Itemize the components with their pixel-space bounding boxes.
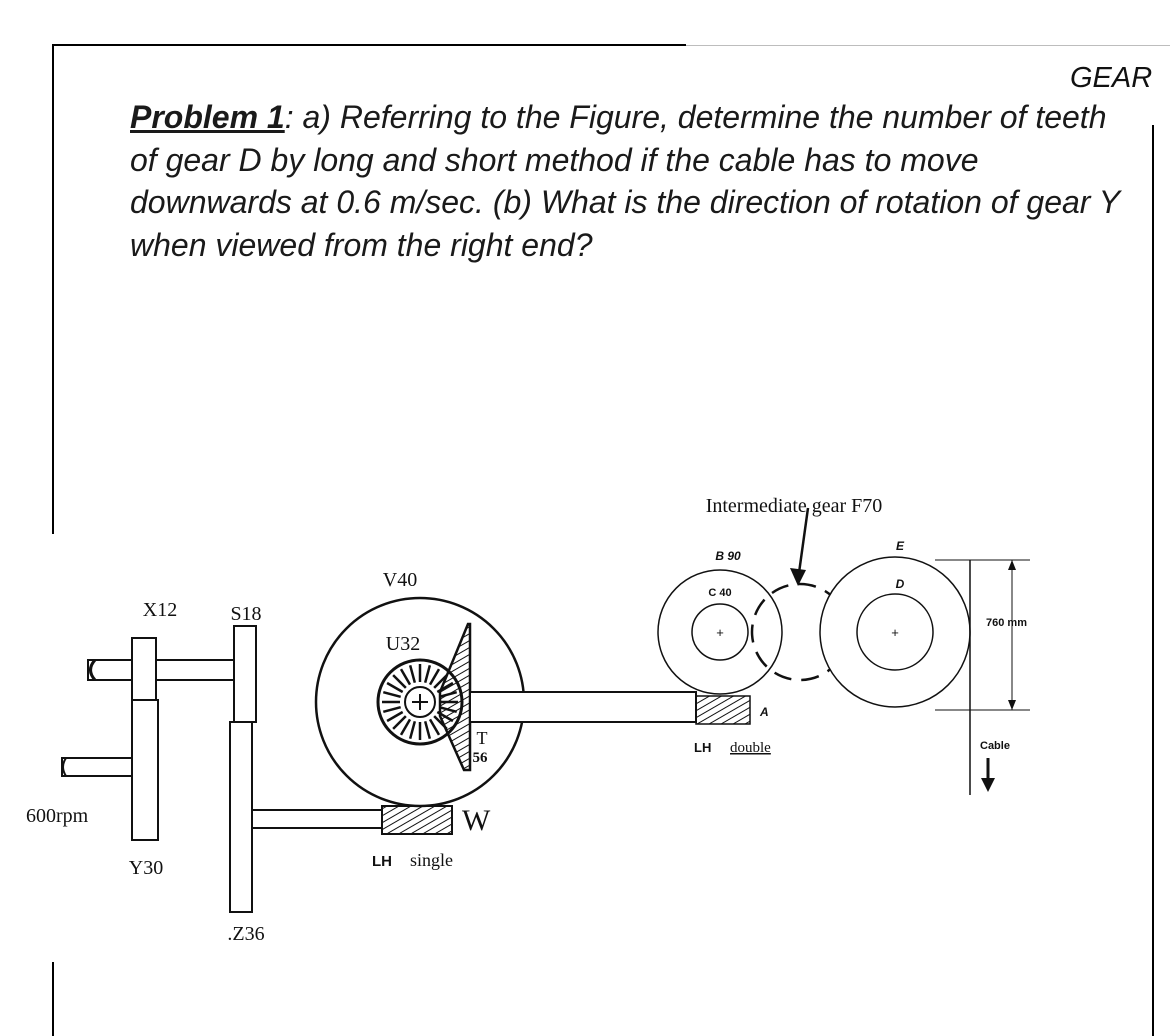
frame-top-border — [52, 44, 686, 46]
frame-top-border-faint — [686, 45, 1170, 46]
gear-tooth — [386, 710, 404, 723]
gear-tooth — [408, 664, 417, 684]
label-cable: Cable — [980, 740, 1010, 752]
label-z36: .Z36 — [227, 923, 264, 945]
gear-tooth — [428, 668, 441, 686]
input-shaft — [61, 757, 133, 777]
label-w: W — [462, 804, 491, 837]
top-shaft-end — [89, 658, 97, 682]
label-a-hand: LH — [694, 740, 711, 755]
worm-w — [381, 805, 453, 835]
gear-tooth — [399, 718, 412, 736]
label-t-teeth: 56 — [473, 750, 489, 766]
label-y30: Y30 — [129, 857, 163, 879]
long-shaft — [469, 691, 697, 723]
gear-tooth — [428, 718, 441, 736]
label-b90: B 90 — [715, 549, 741, 563]
frame-right-border — [1152, 125, 1154, 1036]
gear-tooth — [392, 715, 407, 730]
label-w-type: single — [410, 850, 453, 870]
gear-y30 — [131, 699, 159, 841]
frame-left-border-lower — [52, 962, 54, 1036]
header-title: GEAR — [1070, 62, 1153, 94]
gear-tooth — [423, 720, 432, 740]
label-d: D — [896, 577, 905, 591]
gear-tooth — [382, 705, 402, 714]
top-shaft — [87, 659, 235, 681]
left-gear-assembly — [61, 625, 383, 913]
dimension-arrow-up — [1008, 560, 1016, 570]
input-shaft-end — [62, 757, 67, 777]
gear-c40-center: + — [716, 625, 724, 640]
gear-tooth — [408, 720, 417, 740]
label-a: A — [759, 705, 769, 719]
bevel-gear-t — [438, 622, 472, 772]
gear-s18 — [233, 625, 257, 723]
cable-direction-arrow-head — [981, 778, 995, 792]
worm-a — [695, 695, 751, 725]
gear-tooth — [423, 664, 432, 684]
label-rpm: 600rpm — [26, 805, 89, 827]
worm-shaft — [251, 809, 383, 829]
problem-label: Problem 1 — [130, 99, 285, 135]
gear-z36 — [229, 721, 253, 913]
dimension-arrow-down — [1008, 700, 1016, 710]
label-e: E — [896, 539, 905, 553]
problem-statement: Problem 1: a) Referring to the Figure, d… — [130, 96, 1130, 266]
gear-d — [856, 593, 934, 671]
label-w-hand: LH — [372, 853, 392, 870]
label-t: T — [477, 728, 488, 748]
label-u32: U32 — [386, 633, 420, 655]
label-x12: X12 — [143, 599, 177, 621]
gear-x12 — [131, 637, 157, 701]
gear-tooth — [386, 681, 404, 694]
label-dimension: 760 mm — [986, 617, 1027, 629]
gear-d-center: + — [891, 625, 899, 640]
problem-text: : a) Referring to the Figure, determine … — [130, 99, 1120, 263]
label-c40: C 40 — [708, 587, 731, 599]
gear-tooth — [392, 674, 407, 689]
label-a-type: double — [730, 740, 771, 756]
gear-c40 — [691, 603, 749, 661]
gear-tooth — [399, 668, 412, 686]
gear-train-diagram: + + X12 S18 V40 U32 T 56 W LH single 600… — [26, 495, 1030, 945]
intermediate-pointer-head — [790, 568, 806, 586]
label-v40: V40 — [383, 569, 417, 591]
intermediate-pointer — [796, 507, 810, 581]
label-intermediate: Intermediate gear F70 — [706, 495, 883, 517]
right-gear-assembly: + + — [657, 507, 1030, 795]
worm-wheel-assembly — [314, 596, 697, 835]
gear-tooth — [382, 690, 402, 699]
frame-left-border — [52, 44, 54, 534]
label-s18: S18 — [230, 603, 261, 625]
